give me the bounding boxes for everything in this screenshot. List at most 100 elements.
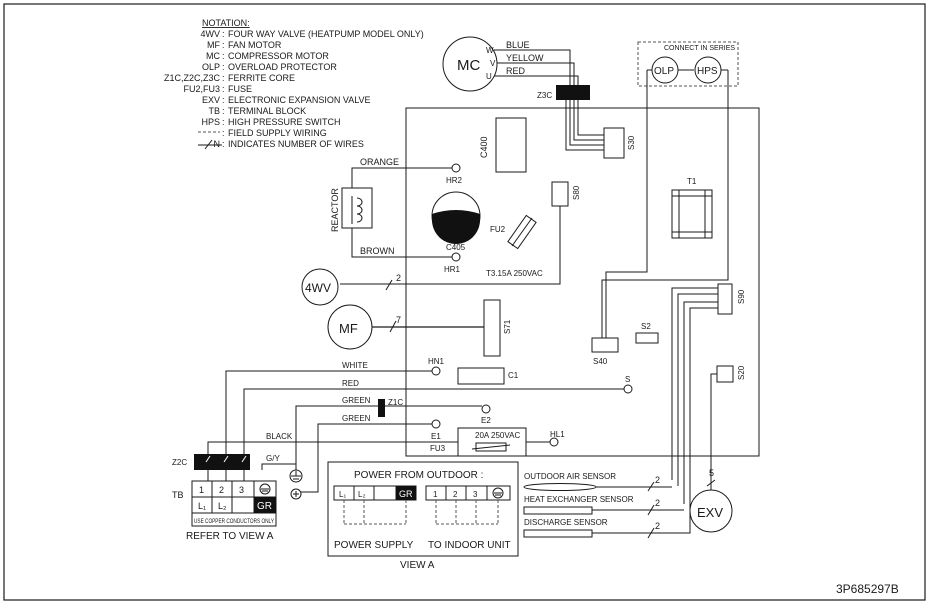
series-label: CONNECT IN SERIES: [664, 45, 735, 52]
c405-label: C405: [446, 243, 466, 252]
s2-label: S2: [641, 322, 651, 331]
power-supply-label: POWER SUPPLY: [334, 540, 414, 551]
notation-separator: :: [222, 84, 225, 94]
ground-icon: [289, 469, 303, 483]
ground-terminal-icon: [290, 488, 302, 500]
wire-yellow: YELLOW: [506, 53, 544, 63]
connector-s80: [551, 181, 569, 207]
e1-label: E1: [431, 432, 441, 441]
s40-label: S40: [593, 357, 608, 366]
hn1-terminal: [431, 366, 441, 376]
tb-num-3: 3: [239, 485, 244, 495]
view-a-l2: L₂: [358, 490, 366, 499]
notation-code: MF: [207, 40, 220, 50]
c1-label: C1: [508, 371, 519, 380]
notation-separator: :: [222, 139, 225, 149]
hr1-label: HR1: [444, 265, 461, 274]
fan-motor: MF 7 S71: [327, 299, 512, 357]
hr2-terminal: [451, 163, 461, 173]
wire-white: WHITE: [342, 361, 368, 370]
s-terminal: [623, 384, 633, 394]
view-a-l1: L₁: [339, 490, 346, 499]
e2-terminal: [481, 404, 491, 414]
notation-code: OLP: [202, 62, 220, 72]
exv-count: 5: [709, 468, 714, 478]
wire-brown: BROWN: [360, 246, 395, 256]
fu2-rating: T3.15A 250VAC: [486, 269, 543, 278]
wire-green-1: GREEN: [342, 396, 371, 405]
fuse-fu2: FU2 T3.15A 250VAC: [486, 214, 543, 278]
hl1-terminal: [549, 437, 559, 447]
s90-label: S90: [737, 289, 746, 304]
wire-red-mains: RED: [342, 379, 359, 388]
notation-code: FU2,FU3: [183, 84, 220, 94]
terminal-v: V: [490, 59, 496, 68]
compressor-label: MC: [457, 57, 480, 74]
hr2-label: HR2: [446, 176, 463, 185]
hex-sensor-count: 2: [655, 498, 660, 508]
view-a-caption: VIEW A: [400, 560, 435, 571]
page-frame: [3, 3, 926, 601]
notation-description: FERRITE CORE: [228, 73, 295, 83]
notation-separator: :: [222, 40, 225, 50]
capacitor-c1: [457, 367, 505, 385]
terminal-w: W: [486, 46, 494, 55]
wire-blue: BLUE: [506, 40, 530, 50]
tb-num-1: 1: [199, 485, 204, 495]
s30-label: S30: [627, 135, 636, 150]
s40-wiring: [601, 108, 729, 338]
wire-red: RED: [506, 66, 526, 76]
outdoor-sensor-label: OUTDOOR AIR SENSOR: [524, 472, 616, 481]
discharge-sensor-label: DISCHARGE SENSOR: [524, 518, 608, 527]
ferrite-core-z3c: [556, 85, 590, 100]
tb-label: TB: [172, 490, 184, 500]
terminal-block: Z2C 1 2 3 L₁ L₂ GR USE COPPER CONDUCTORS…: [172, 454, 277, 542]
view-a-1: 1: [433, 490, 438, 499]
notation-separator: :: [222, 95, 225, 105]
fu2-label: FU2: [490, 225, 506, 234]
notation-code: Z1C,Z2C,Z3C: [164, 73, 221, 83]
notation-description: HIGH PRESSURE SWITCH: [228, 117, 341, 127]
notation-description: ELECTRONIC EXPANSION VALVE: [228, 95, 371, 105]
refer-view-a: REFER TO VIEW A: [186, 531, 274, 542]
connector-s20: S20: [710, 365, 746, 492]
hr1-terminal: [451, 252, 461, 262]
c400-label: C400: [479, 136, 489, 158]
series-box: CONNECT IN SERIES OLP HPS: [605, 41, 739, 338]
notation-description: OVERLOAD PROTECTOR: [228, 62, 337, 72]
notation-heading: NOTATION:: [202, 18, 250, 28]
hex-sensor-icon: [523, 506, 593, 515]
capacitor-c405: C405: [431, 191, 481, 252]
connector-s30: [603, 127, 625, 159]
tb-num-2: 2: [219, 485, 224, 495]
view-a-heading: POWER FROM OUTDOOR :: [354, 470, 483, 481]
discharge-sensor-icon: [523, 529, 593, 538]
notation-description: FAN MOTOR: [228, 40, 282, 50]
connector-s90: S90: [671, 283, 746, 520]
view-a: POWER FROM OUTDOOR : L₁ L₂ GR 1 2 3 POWE…: [327, 461, 519, 571]
terminal-u: U: [486, 72, 492, 81]
outdoor-sensor-count: 2: [655, 475, 660, 485]
switch-s2: S2: [635, 322, 659, 344]
wire-gy: G/Y: [266, 454, 280, 463]
wire-count-symbol: [198, 139, 222, 150]
connector-s40: S40: [591, 337, 619, 366]
compressor-wires: BLUE YELLOW RED Z3C: [494, 40, 604, 151]
four-way-valve: 4WV 2: [301, 268, 401, 306]
notation-separator: :: [222, 62, 225, 72]
wire-orange: ORANGE: [360, 157, 399, 167]
notation-separator: :: [222, 29, 225, 39]
notation-code: N: [214, 139, 221, 149]
expansion-valve: EXV 5: [689, 468, 733, 533]
notation-code: 4WV: [200, 29, 220, 39]
notation-description: COMPRESSOR MOTOR: [228, 51, 329, 61]
s71-label: S71: [503, 319, 512, 334]
z3c-label: Z3C: [537, 91, 552, 100]
connector-s71: [483, 299, 501, 357]
notation-description: FIELD SUPPLY WIRING: [228, 128, 327, 138]
capacitor-c400: [495, 117, 527, 173]
tb-copper-note: USE COPPER CONDUCTORS ONLY: [194, 518, 274, 525]
wire-green-2: GREEN: [342, 414, 371, 423]
z2c-label: Z2C: [172, 458, 187, 467]
tb-l1: L₁: [198, 501, 206, 511]
